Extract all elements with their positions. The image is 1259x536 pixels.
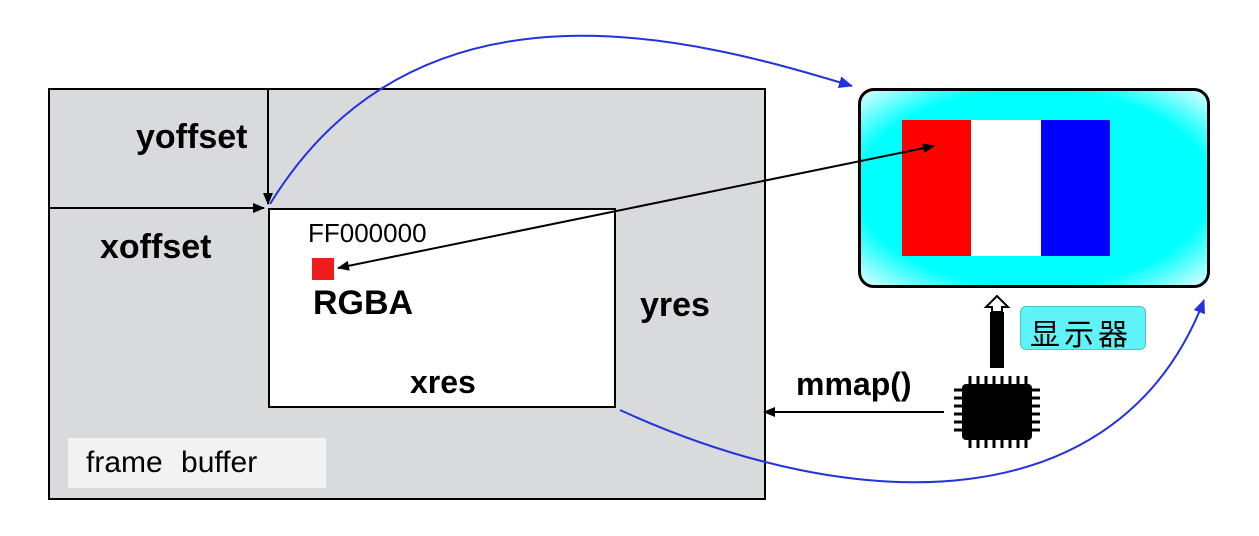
bottom-blue-curve (619, 299, 1205, 484)
xres-label: xres (410, 364, 476, 400)
frame-buffer-label: frame buffer (86, 446, 258, 479)
cpu-chip-icon (954, 376, 1040, 448)
yres-label: yres (640, 286, 710, 324)
display-tag (1020, 306, 1146, 350)
display-label: 显示器 (1030, 319, 1132, 352)
pixel-display-arrow (337, 143, 935, 271)
hollow-up-arrow-icon (983, 294, 1011, 368)
flag-stripe-blue (1040, 120, 1110, 256)
yoffset-label: yoffset (136, 118, 248, 156)
mmap-label: mmap() (796, 366, 912, 402)
red-pixel (312, 258, 334, 280)
top-blue-curve (269, 34, 853, 205)
pixel-format-label: RGBA (313, 284, 414, 322)
frame-buffer-tag (68, 438, 326, 488)
flag-stripe-white (971, 120, 1041, 256)
xoffset-label: xoffset (100, 228, 212, 266)
